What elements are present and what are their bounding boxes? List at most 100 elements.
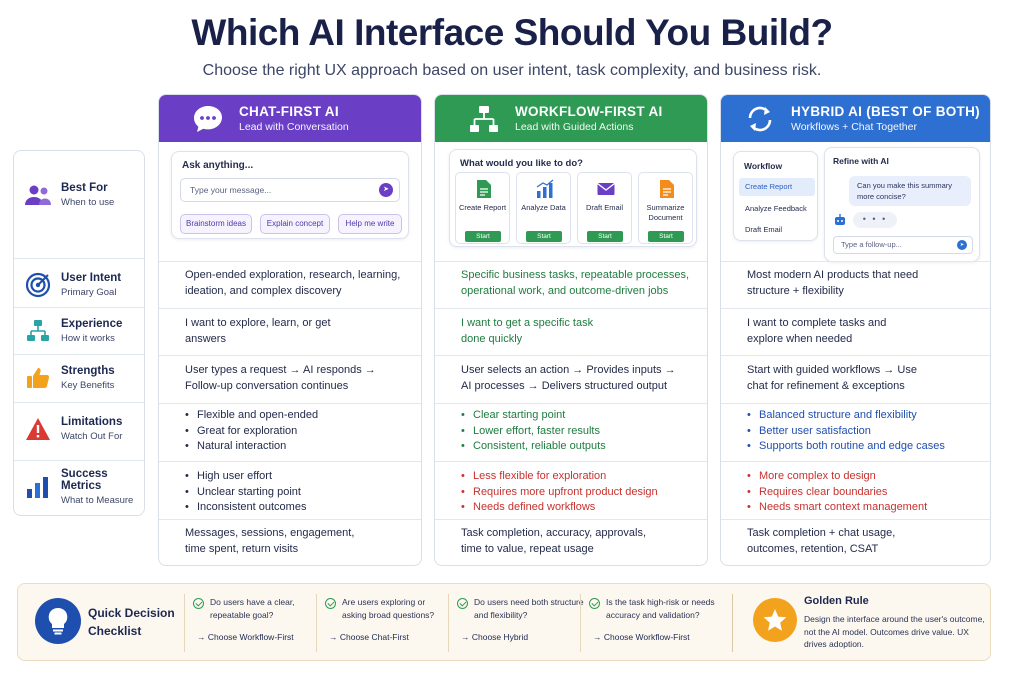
row-label-sub: Watch Out For (61, 431, 123, 442)
workflow-metrics: Less flexible for exploration Requires m… (435, 469, 707, 516)
chip-brainstorm[interactable]: Brainstorm ideas (180, 214, 252, 234)
user-message-bubble: Can you make this summary more concise? (849, 176, 971, 206)
chat-experience: I want to explore, learn, or get answers (185, 317, 331, 345)
chat-strengths: User types a request → AI responds → Fol… (185, 364, 376, 392)
row-label-sub: What to Measure (61, 495, 134, 506)
page-subtitle: Choose the right UX approach based on us… (202, 62, 822, 79)
workflow-first-header: WORKFLOW-FIRST AI Lead with Guided Action… (435, 95, 707, 142)
send-icon[interactable]: ➤ (957, 240, 967, 250)
list-item: Requires more upfront product design (461, 485, 697, 501)
list-item: Consistent, reliable outputs (461, 439, 697, 455)
checklist-question: Do users have a clear, repeatable goal? (210, 597, 295, 620)
workflow-item-analyze-feedback[interactable]: Analyze Feedback (745, 204, 807, 213)
list-item: High user effort (185, 469, 411, 485)
row-label-title: User Intent (61, 272, 122, 284)
start-button[interactable]: Start (648, 231, 684, 242)
workflow-strengths: User selects an action → Provides inputs… (461, 364, 676, 392)
summary-doc-icon (660, 180, 674, 198)
list-item: More complex to design (747, 469, 980, 485)
hybrid-workflow-panel: Workflow Create Report Analyze Feedback … (733, 151, 818, 241)
star-icon (753, 598, 797, 642)
workflow-intent: Specific business tasks, repeatable proc… (461, 269, 690, 297)
flow-icon (23, 316, 53, 346)
hybrid-experience: I want to complete tasks and explore whe… (747, 317, 887, 345)
checklist-title: Quick Decision Checklist (88, 604, 175, 640)
column-title: WORKFLOW-FIRST AI (515, 104, 663, 119)
hybrid-metrics: More complex to design Requires clear bo… (721, 469, 990, 516)
tile-label: Summarize Document (646, 203, 685, 222)
row-label-sub: Primary Goal (61, 287, 117, 298)
send-icon[interactable]: ➤ (379, 183, 393, 197)
hybrid-strengths: Start with guided workflows → Use chat f… (747, 364, 917, 392)
chip-explain[interactable]: Explain concept (260, 214, 330, 234)
list-item: Great for exploration (185, 424, 411, 440)
chat-prompt: Ask anything... (182, 160, 254, 171)
hybrid-footer: Task completion + chat usage, outcomes, … (747, 527, 896, 555)
list-item: Lower effort, faster results (461, 424, 697, 440)
row-label-sub: How it works (61, 333, 115, 344)
list-item: Supports both routine and edge cases (747, 439, 980, 455)
list-item: Balanced structure and flexibility (747, 408, 980, 424)
workflow-experience: I want to get a specific task done quick… (461, 317, 594, 345)
bar-chart-icon (23, 472, 53, 502)
chip-help-write[interactable]: Help me write (338, 214, 402, 234)
workflow-icon (467, 102, 501, 136)
start-button[interactable]: Start (526, 231, 562, 242)
checklist-title-line: Checklist (88, 624, 142, 638)
list-item: Better user satisfaction (747, 424, 980, 440)
start-button[interactable]: Start (587, 231, 623, 242)
column-title: CHAT-FIRST AI (239, 104, 339, 119)
workflow-first-column: WORKFLOW-FIRST AI Lead with Guided Action… (434, 94, 708, 566)
list-item: Natural interaction (185, 439, 411, 455)
hybrid-refine-panel: Refine with AI Can you make this summary… (824, 147, 980, 262)
typing-indicator: • • • (853, 212, 897, 228)
checklist-question: Are users exploring or asking broad ques… (342, 597, 435, 620)
row-label-title: Strengths (61, 365, 115, 377)
thumbs-up-icon (23, 363, 53, 393)
checklist-answer: → Choose Workflow-First (197, 632, 294, 642)
sync-icon (743, 102, 777, 136)
row-label-title: Limitations (61, 416, 123, 428)
tile-analyze-data[interactable]: Analyze Data Start (516, 172, 571, 244)
workflow-mockup: What would you like to do? Create Report… (449, 149, 697, 247)
list-item: Needs smart context management (747, 500, 980, 516)
checklist-answer: → Choose Chat-First (329, 632, 409, 642)
chart-icon (536, 179, 554, 198)
tile-label: Create Report (458, 203, 507, 212)
tile-draft-email[interactable]: Draft Email Start (577, 172, 632, 244)
workflow-question: What would you like to do? (460, 158, 583, 169)
workflow-item-draft-email[interactable]: Draft Email (745, 225, 783, 234)
followup-input[interactable]: Type a follow-up... ➤ (833, 236, 973, 254)
column-tagline: Workflows + Chat Together (791, 121, 917, 133)
row-label-sub: When to use (61, 197, 115, 208)
workflow-item-create-report[interactable]: Create Report (739, 178, 815, 196)
page-title: Which AI Interface Should You Build? (191, 12, 833, 53)
list-item: Requires clear boundaries (747, 485, 980, 501)
chat-metrics: High user effort Unclear starting point … (159, 469, 421, 516)
tile-summarize-document[interactable]: Summarize Document Start (638, 172, 693, 244)
row-label-title: Best For (61, 182, 108, 194)
check-circle-icon (589, 598, 600, 609)
tile-create-report[interactable]: Create Report Start (455, 172, 510, 244)
checklist-title-line: Quick Decision (88, 606, 175, 620)
chat-footer: Messages, sessions, engagement, time spe… (185, 527, 355, 555)
check-circle-icon (193, 598, 204, 609)
list-item: Less flexible for exploration (461, 469, 697, 485)
column-tagline: Lead with Guided Actions (515, 121, 634, 133)
checklist-answer: → Choose Workflow-First (593, 632, 690, 642)
checklist-question: Is the task high-risk or needs accuracy … (606, 597, 715, 620)
start-button[interactable]: Start (465, 231, 501, 242)
list-item: Flexible and open-ended (185, 408, 411, 424)
tile-label: Draft Email (585, 203, 624, 212)
check-circle-icon (457, 598, 468, 609)
message-input[interactable]: Type your message... ➤ (180, 178, 400, 202)
lightbulb-icon (35, 598, 81, 644)
hybrid-intent: Most modern AI products that need struct… (747, 269, 919, 297)
